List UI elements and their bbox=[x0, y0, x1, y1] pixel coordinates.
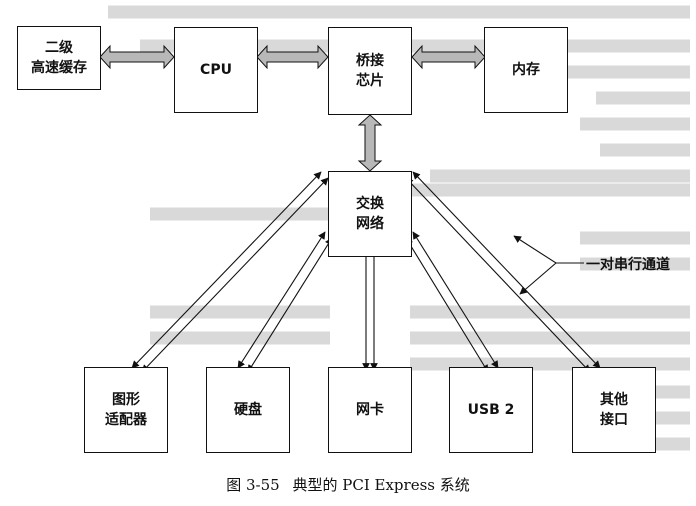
bus-arrow-cache-cpu bbox=[99, 44, 175, 70]
lane-disk-up bbox=[247, 237, 333, 373]
lane-usb-up bbox=[405, 237, 489, 373]
bus-arrow-bridge-memory bbox=[411, 44, 486, 70]
memory-box: 内存 bbox=[484, 27, 568, 113]
lane-graphics-up bbox=[141, 177, 329, 373]
lane-usb-down bbox=[412, 231, 499, 369]
lane-graphics-down bbox=[131, 171, 322, 369]
nic-box: 网卡 bbox=[328, 367, 412, 453]
other-interface-box: 其他 接口 bbox=[572, 367, 656, 453]
serial-lane-annotation: 一对串行通道 bbox=[586, 257, 670, 273]
cpu-box: CPU bbox=[174, 27, 258, 113]
l2-cache-box: 二级 高速缓存 bbox=[17, 26, 101, 90]
bridge-chip-box: 桥接 芯片 bbox=[328, 27, 412, 115]
figure-number: 图 3-55 bbox=[226, 476, 280, 494]
annotation-pointer-lower bbox=[519, 262, 557, 295]
bus-arrow-bridge-switch bbox=[357, 114, 383, 172]
lane-disk-down bbox=[237, 231, 326, 369]
lane-other-down bbox=[412, 171, 601, 369]
bus-arrow-cpu-bridge bbox=[256, 44, 329, 70]
graphics-adapter-box: 图形 适配器 bbox=[84, 367, 168, 453]
usb-box: USB 2 bbox=[449, 367, 533, 453]
figure-caption: 图 3-55 典型的 PCI Express 系统 bbox=[0, 474, 696, 495]
switch-box: 交换 网络 bbox=[328, 171, 412, 257]
annotation-pointer-upper bbox=[513, 235, 584, 264]
figure-title: 典型的 PCI Express 系统 bbox=[292, 476, 470, 494]
lane-other-up bbox=[405, 177, 591, 373]
disk-box: 硬盘 bbox=[206, 367, 290, 453]
